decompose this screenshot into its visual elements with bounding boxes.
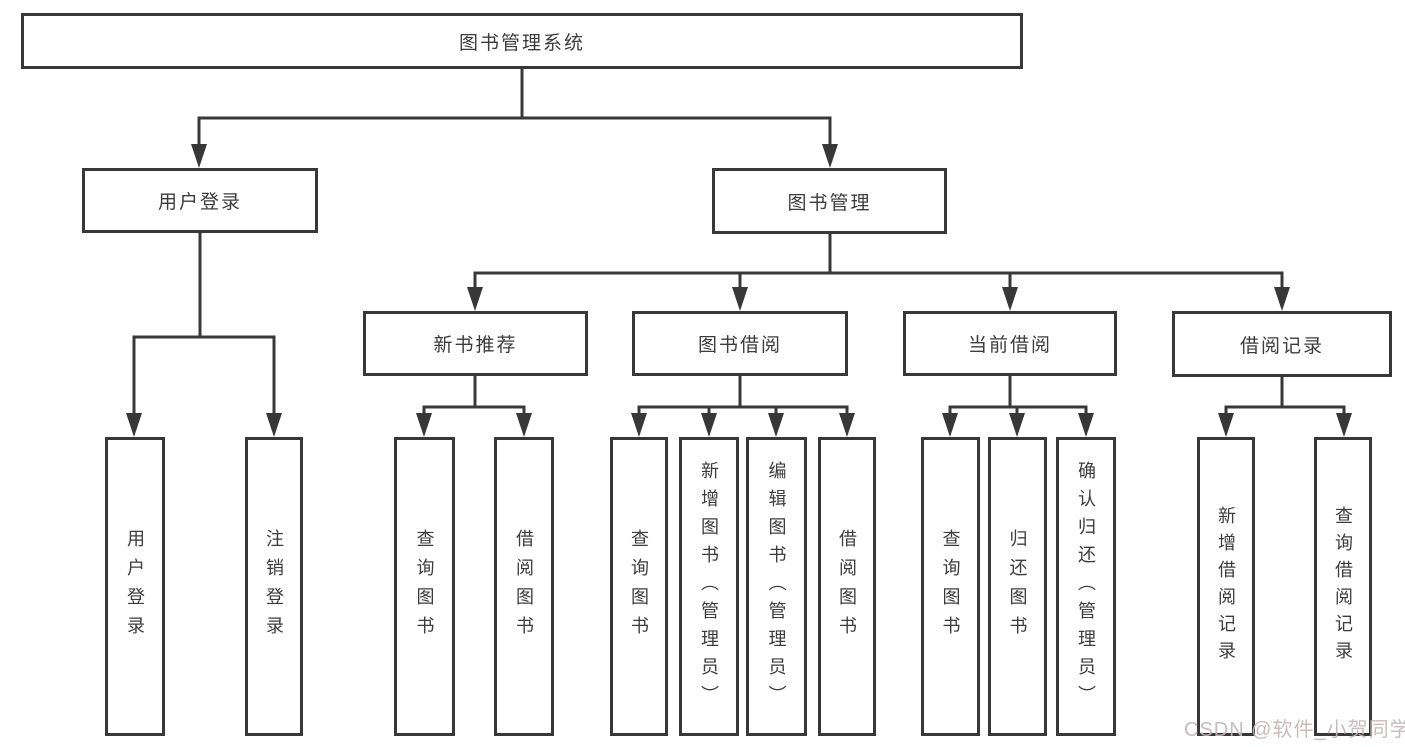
node-book-borrowing: 图书借阅 xyxy=(632,311,848,376)
arrowhead xyxy=(516,413,532,437)
leaf-borrow-edit-book-admin: 编辑图书（管理员） xyxy=(746,437,807,736)
arrowhead xyxy=(1274,287,1290,311)
arrowhead xyxy=(631,413,647,437)
arrowhead xyxy=(1078,413,1094,437)
csdn-watermark: CSDN @软件_小贺同学 xyxy=(1184,719,1405,741)
arrowhead xyxy=(839,413,855,437)
arrowheads xyxy=(126,144,1352,437)
arrowhead xyxy=(416,413,432,437)
node-current-borrowing: 当前借阅 xyxy=(903,311,1117,376)
leaf-borrow-borrow-book: 借阅图书 xyxy=(818,437,876,736)
node-new-book-recommendation: 新书推荐 xyxy=(363,311,588,376)
leaf-current-return-book: 归还图书 xyxy=(988,437,1047,736)
node-user-login: 用户登录 xyxy=(82,168,318,233)
arrowhead xyxy=(1336,413,1352,437)
connector-book-mgmt-children xyxy=(473,234,1284,306)
leaf-recommend-query-book: 查询图书 xyxy=(394,437,455,736)
node-borrowing-records: 借阅记录 xyxy=(1172,311,1392,377)
connector-recommend-children xyxy=(422,376,526,431)
leaf-logout: 注销登录 xyxy=(245,437,303,736)
arrowhead xyxy=(768,413,784,437)
arrowhead xyxy=(1009,413,1025,437)
arrowhead xyxy=(1218,413,1234,437)
leaf-records-add-borrow-record: 新增借阅记录 xyxy=(1197,437,1255,736)
connector-root-to-level2 xyxy=(197,69,832,162)
node-library-management-system: 图书管理系统 xyxy=(21,13,1023,69)
arrowhead xyxy=(1002,287,1018,311)
leaf-borrow-add-book-admin: 新增图书（管理员） xyxy=(679,437,739,736)
arrowhead xyxy=(266,413,282,437)
leaf-recommend-borrow-book: 借阅图书 xyxy=(494,437,554,736)
arrowhead xyxy=(467,287,483,311)
leaf-current-confirm-return-admin: 确认归还（管理员） xyxy=(1056,437,1116,736)
arrowhead xyxy=(942,413,958,437)
connectors xyxy=(132,69,1346,431)
leaf-borrow-query-book: 查询图书 xyxy=(610,437,668,736)
leaf-records-query-borrow-record: 查询借阅记录 xyxy=(1314,437,1372,736)
node-book-management: 图书管理 xyxy=(712,168,947,234)
connector-records-children xyxy=(1224,377,1346,431)
arrowhead xyxy=(701,413,717,437)
arrowhead xyxy=(126,413,142,437)
arrowhead xyxy=(822,144,838,168)
arrowhead xyxy=(191,144,207,168)
connector-borrow-children xyxy=(637,376,849,431)
leaf-current-query-book: 查询图书 xyxy=(921,437,980,736)
connector-user-login-children xyxy=(132,233,276,431)
arrowhead xyxy=(732,287,748,311)
leaf-user-login: 用户登录 xyxy=(105,437,165,736)
